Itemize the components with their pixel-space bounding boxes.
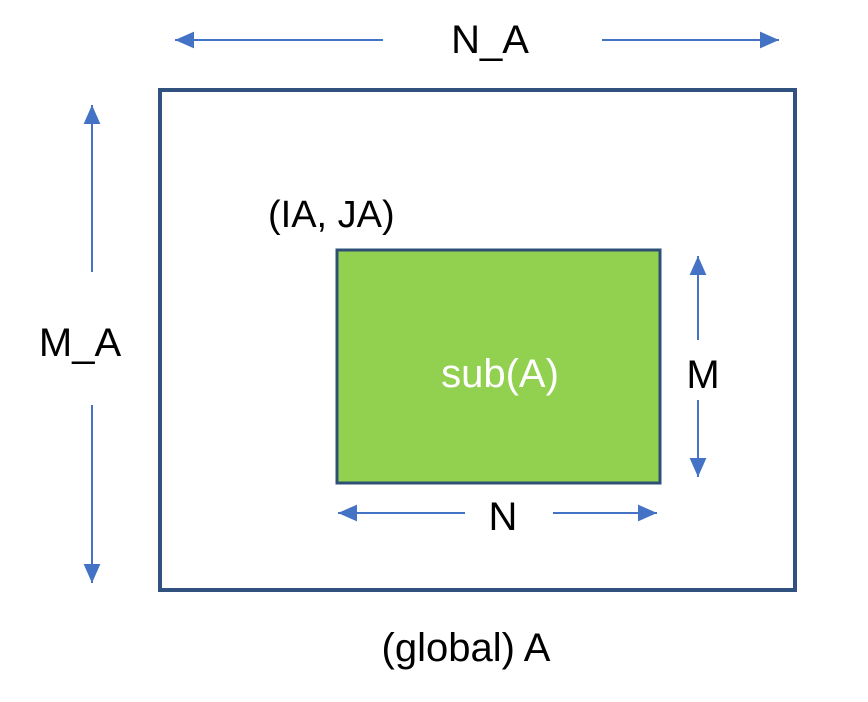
submatrix-label: sub(A) [441,352,559,396]
sub-width-label: N [489,495,518,539]
sub-origin-label: (IA, JA) [268,194,395,236]
outer-height-label: M_A [39,321,122,365]
submatrix-rect [335,248,662,485]
sub-height-label: M [686,353,719,397]
outer-width-label: N_A [451,18,529,62]
global-matrix-label: (global) A [382,626,551,670]
